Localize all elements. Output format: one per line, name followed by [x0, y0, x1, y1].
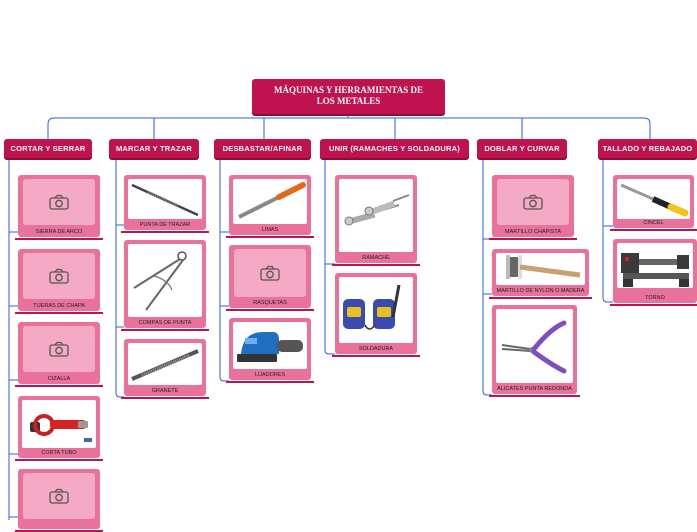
- root-title-line2: LOS METALES: [316, 96, 381, 106]
- rivet-icon: [344, 194, 410, 226]
- card-label: RASQUETAS: [253, 300, 287, 306]
- punch-icon: [131, 349, 199, 381]
- scriber-icon: [131, 183, 199, 217]
- card-lijadores[interactable]: LIJADORES: [226, 318, 314, 383]
- card-limas[interactable]: LIMAS: [226, 175, 314, 238]
- card-corta-tubo[interactable]: CORTA TUBO: [15, 396, 103, 461]
- card-ramache[interactable]: RAMACHE: [332, 175, 420, 266]
- card-placeholder[interactable]: [15, 469, 103, 532]
- category-marcar-y-trazar[interactable]: MARCAR Y TRAZAR: [109, 139, 199, 158]
- pliers-icon: [501, 320, 567, 374]
- compass-icon: [133, 251, 187, 311]
- card-label: MARTILLO CHAPISTA: [504, 229, 562, 235]
- category-label: UNIR (RAMACHES Y SOLDADURA): [329, 144, 460, 153]
- card-sierra-de-arco[interactable]: SIERRA DE ARCO: [15, 175, 103, 240]
- file-icon: [238, 182, 306, 219]
- camera-icon: [49, 268, 69, 284]
- category-label: DOBLAR Y CURVAR: [484, 144, 560, 153]
- chisel-icon: [620, 183, 689, 217]
- category-label: CORTAR Y SERRAR: [10, 144, 86, 153]
- card-compas-de-punta[interactable]: COMPÁS DE PUNTA: [121, 240, 209, 331]
- camera-icon: [523, 194, 543, 210]
- camera-icon: [260, 265, 280, 281]
- root-title-line1: MÁQUINAS Y HERRAMIENTAS DE: [274, 85, 423, 95]
- category-cortar-y-serrar[interactable]: CORTAR Y SERRAR: [4, 139, 92, 158]
- sander-icon: [237, 332, 303, 362]
- category-desbastar-afinar[interactable]: DESBASTAR/AFINAR: [214, 139, 311, 158]
- connector-lines: [8, 114, 651, 520]
- image-placeholder: [23, 473, 95, 519]
- cincel-image: [617, 179, 690, 219]
- card-granete[interactable]: GRANETE: [121, 339, 209, 399]
- soldadura-image: [339, 277, 413, 343]
- card-alicates-punta-redonda[interactable]: ALICATES PUNTA REDONDA: [489, 305, 580, 397]
- torno-image: [617, 243, 693, 288]
- granete-image: [128, 343, 202, 385]
- card-punta-de-trazar[interactable]: PUNTA DE TRAZAR: [121, 175, 209, 233]
- card-label: MARTILLO DE NYLON O MADERA: [496, 288, 585, 294]
- limas-image: [233, 179, 307, 224]
- mallet-icon: [506, 255, 581, 279]
- alicates-image: [496, 309, 573, 383]
- card-label: PUNTA DE TRAZAR: [139, 222, 191, 228]
- camera-icon: [49, 341, 69, 357]
- category-label: DESBASTAR/AFINAR: [222, 144, 303, 153]
- category-label: TALLADO Y REBAJADO: [602, 144, 693, 153]
- compas-image: [128, 244, 202, 317]
- image-placeholder: [23, 326, 95, 372]
- card-label: GRANETE: [151, 388, 179, 394]
- card-label: TIJERAS DE CHAPA: [33, 303, 85, 309]
- punta-de-trazar-image: [128, 179, 202, 219]
- card-label: RAMACHE: [362, 255, 390, 261]
- card-label: LIMAS: [261, 227, 279, 233]
- card-cizalla[interactable]: CIZALLA: [15, 322, 103, 387]
- image-placeholder: [234, 249, 306, 297]
- card-label: CINCEL: [643, 220, 664, 226]
- card-label: CORTA TUBO: [41, 450, 77, 456]
- soldering-station-icon: [343, 284, 401, 330]
- card-martillo-de-nylon[interactable]: MARTILLO DE NYLON O MADERA: [489, 249, 592, 299]
- card-label: TORNO: [645, 295, 665, 301]
- camera-icon: [49, 488, 69, 504]
- ramache-image: [339, 179, 413, 252]
- martillo-nylon-image: [496, 253, 585, 285]
- root-topic[interactable]: MÁQUINAS Y HERRAMIENTAS DE LOS METALES: [252, 79, 445, 114]
- card-label: CIZALLA: [47, 376, 71, 382]
- image-placeholder: [497, 179, 569, 225]
- lijadores-image: [233, 322, 307, 369]
- card-rasquetas[interactable]: RASQUETAS: [226, 245, 314, 311]
- category-unir[interactable]: UNIR (RAMACHES Y SOLDADURA): [320, 139, 469, 158]
- camera-icon: [49, 194, 69, 210]
- card-torno[interactable]: TORNO: [610, 239, 697, 306]
- category-doblar-y-curvar[interactable]: DOBLAR Y CURVAR: [477, 139, 567, 158]
- card-label: SIERRA DE ARCO: [35, 229, 83, 235]
- card-soldadura[interactable]: SOLDADURA: [332, 273, 420, 357]
- image-placeholder: [23, 179, 95, 225]
- image-placeholder: [23, 253, 95, 299]
- category-tallado-y-rebajado[interactable]: TALLADO Y REBAJADO: [598, 139, 697, 158]
- card-label: COMPÁS DE PUNTA: [138, 320, 192, 326]
- card-martillo-chapista[interactable]: MARTILLO CHAPISTA: [489, 175, 577, 240]
- card-label: ALICATES PUNTA REDONDA: [497, 386, 572, 392]
- category-label: MARCAR Y TRAZAR: [115, 144, 193, 153]
- card-label: LIJADORES: [254, 372, 286, 378]
- card-label: SOLDADURA: [358, 346, 394, 352]
- lathe-icon: [621, 253, 689, 287]
- card-tijeras-de-chapa[interactable]: TIJERAS DE CHAPA: [15, 249, 103, 314]
- card-cincel[interactable]: CINCEL: [610, 175, 697, 231]
- corta-tubo-image: [22, 400, 96, 448]
- pipe-cutter-icon: [30, 414, 92, 442]
